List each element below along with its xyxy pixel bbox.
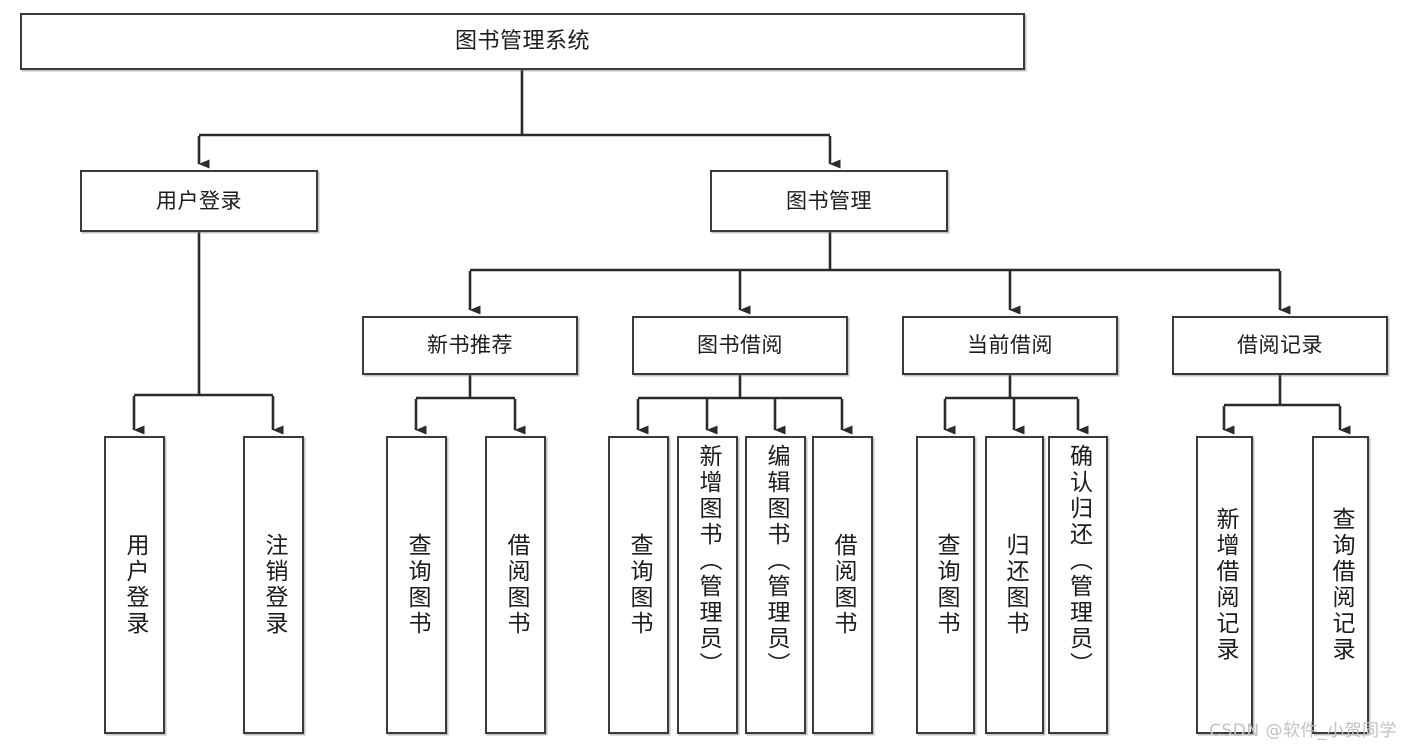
node-user-login-label: 用户登录 xyxy=(156,188,242,213)
node-leaf-query-record[interactable]: 查询借阅记录 xyxy=(1312,436,1369,734)
node-root-system-label: 图书管理系统 xyxy=(454,28,590,54)
node-leaf-logout[interactable]: 注销登录 xyxy=(243,436,304,734)
node-leaf-user-login[interactable]: 用户登录 xyxy=(104,436,165,734)
node-leaf-query-book-2-label: 查询图书 xyxy=(626,533,652,637)
node-leaf-query-book-3[interactable]: 查询图书 xyxy=(916,436,975,734)
node-leaf-logout-label: 注销登录 xyxy=(261,533,287,637)
node-leaf-edit-book-label: 编辑图书（管理员） xyxy=(763,444,789,678)
node-book-borrow-label: 图书借阅 xyxy=(697,333,783,358)
node-new-book-recommend[interactable]: 新书推荐 xyxy=(362,316,578,375)
node-borrow-record-label: 借阅记录 xyxy=(1237,333,1323,358)
node-leaf-borrow-book-1[interactable]: 借阅图书 xyxy=(485,436,546,734)
node-leaf-return-book-label: 归还图书 xyxy=(1002,533,1028,637)
node-leaf-confirm-return[interactable]: 确认归还（管理员） xyxy=(1048,436,1108,734)
node-leaf-edit-book[interactable]: 编辑图书（管理员） xyxy=(745,436,806,734)
node-leaf-add-book-label: 新增图书（管理员） xyxy=(695,444,721,678)
node-leaf-query-book-2[interactable]: 查询图书 xyxy=(608,436,669,734)
node-leaf-query-record-label: 查询借阅记录 xyxy=(1328,507,1354,663)
node-leaf-query-book-1-label: 查询图书 xyxy=(404,533,430,637)
node-leaf-user-login-label: 用户登录 xyxy=(122,533,148,637)
node-book-manage[interactable]: 图书管理 xyxy=(710,170,948,232)
node-leaf-add-record[interactable]: 新增借阅记录 xyxy=(1196,436,1253,734)
node-borrow-record[interactable]: 借阅记录 xyxy=(1172,316,1388,375)
node-new-book-recommend-label: 新书推荐 xyxy=(427,333,513,358)
csdn-watermark: CSDN @软件_小贺同学 xyxy=(1209,721,1397,741)
node-book-manage-label: 图书管理 xyxy=(786,188,872,213)
node-current-borrow[interactable]: 当前借阅 xyxy=(902,316,1118,375)
node-user-login[interactable]: 用户登录 xyxy=(80,170,318,232)
node-root-system[interactable]: 图书管理系统 xyxy=(20,13,1025,70)
node-leaf-add-record-label: 新增借阅记录 xyxy=(1212,507,1238,663)
node-leaf-query-book-1[interactable]: 查询图书 xyxy=(386,436,447,734)
node-current-borrow-label: 当前借阅 xyxy=(967,333,1053,358)
node-leaf-confirm-return-label: 确认归还（管理员） xyxy=(1065,444,1092,678)
node-book-borrow[interactable]: 图书借阅 xyxy=(632,316,848,375)
node-leaf-borrow-book-2-label: 借阅图书 xyxy=(830,533,856,637)
node-leaf-borrow-book-1-label: 借阅图书 xyxy=(503,533,529,637)
node-leaf-add-book[interactable]: 新增图书（管理员） xyxy=(677,436,738,734)
node-leaf-borrow-book-2[interactable]: 借阅图书 xyxy=(812,436,873,734)
node-leaf-return-book[interactable]: 归还图书 xyxy=(985,436,1044,734)
node-leaf-query-book-3-label: 查询图书 xyxy=(933,533,959,637)
